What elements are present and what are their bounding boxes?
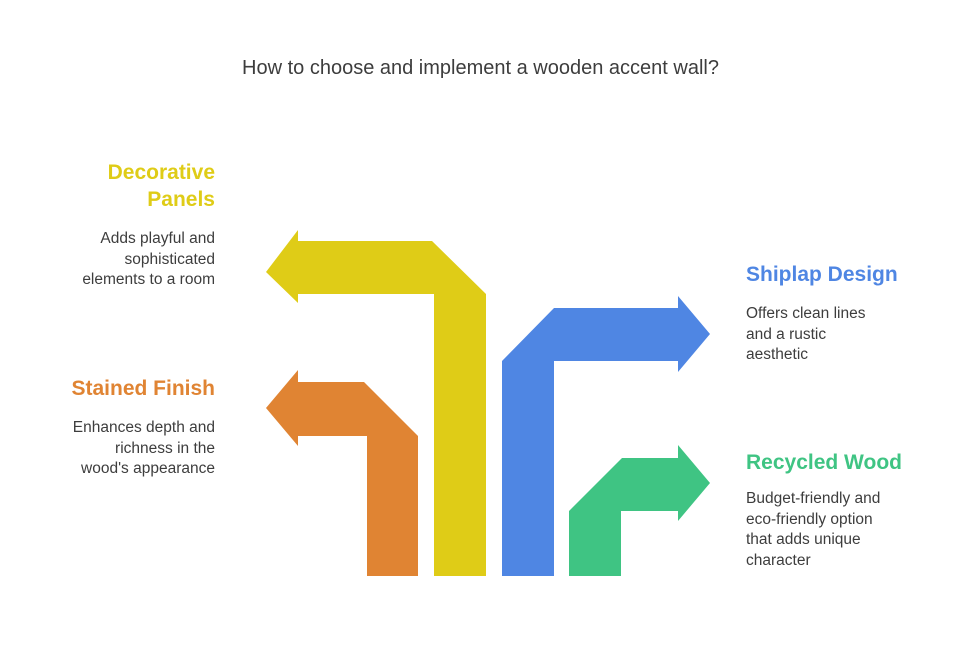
decorative-panels-description: Adds playful and sophisticated elements … [82, 229, 215, 291]
stained-finish-arrow [266, 370, 418, 576]
shiplap-design-arrowhead [502, 296, 710, 372]
shiplap-design-description-line: Offers clean lines [746, 305, 866, 322]
recycled-wood-description-line: character [746, 551, 811, 569]
shiplap-design-arrow [502, 296, 710, 576]
decorative-panels-heading-line: Panels [147, 188, 215, 211]
diagram-title: How to choose and implement a wooden acc… [242, 57, 719, 79]
stained-finish-description: Enhances depth and richness in the wood'… [73, 418, 215, 480]
recycled-wood-heading-line: Recycled Wood [746, 451, 902, 474]
stained-finish-description-line: wood's appearance [81, 460, 215, 477]
decorative-panels-description-line: Adds playful and [100, 230, 215, 247]
recycled-wood-description: Budget-friendly and eco-friendly option … [746, 489, 880, 571]
shiplap-design-description-line: and a rustic [746, 325, 827, 343]
recycled-wood-arrowhead [569, 445, 710, 521]
recycled-wood-description-line: Budget-friendly and [746, 490, 881, 507]
recycled-wood-description-line: that adds unique [746, 531, 861, 548]
recycled-wood-arrow [569, 445, 710, 576]
shiplap-design-description: Offers clean lines and a rustic aestheti… [746, 304, 865, 366]
shiplap-design-description-line: aesthetic [746, 346, 809, 363]
decorative-panels-heading: Decorative Panels [108, 159, 215, 213]
stained-finish-heading-line: Stained Finish [71, 377, 215, 400]
recycled-wood-bar [569, 511, 621, 576]
shiplap-design-heading-line: Shiplap Design [746, 263, 898, 286]
recycled-wood-heading: Recycled Wood [746, 449, 902, 476]
decorative-panels-bar [434, 294, 486, 576]
stained-finish-heading: Stained Finish [71, 375, 215, 402]
stained-finish-description-line: richness in the [115, 439, 215, 457]
decorative-panels-arrowhead [266, 230, 486, 303]
shiplap-design-heading: Shiplap Design [746, 261, 898, 288]
decorative-panels-arrow [266, 230, 486, 576]
shiplap-design-bar [502, 361, 554, 576]
stained-finish-description-line: Enhances depth and [72, 419, 215, 436]
decorative-panels-description-line: elements to a room [82, 271, 215, 288]
stained-finish-bar [367, 436, 418, 576]
stained-finish-arrowhead [266, 370, 418, 446]
decorative-panels-heading-line: Decorative [107, 161, 215, 184]
decorative-panels-description-line: sophisticated [124, 250, 215, 268]
recycled-wood-description-line: eco-friendly option [746, 510, 873, 528]
